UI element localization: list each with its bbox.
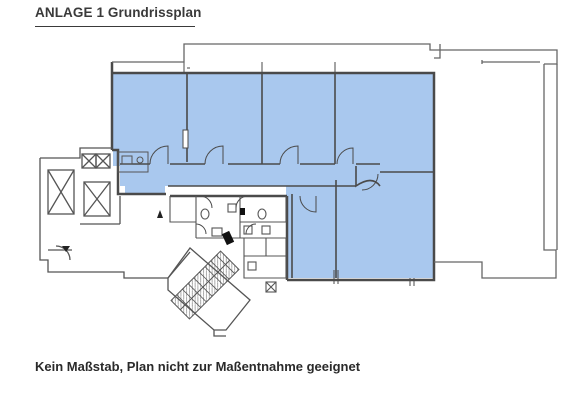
scale-disclaimer: Kein Maßstab, Plan nicht zur Maßentnahme… bbox=[35, 359, 361, 374]
terrace-outline bbox=[112, 43, 558, 279]
sanitary-block bbox=[169, 196, 287, 293]
entrance-arrow-icon bbox=[157, 210, 163, 218]
kitchen-counter bbox=[117, 151, 149, 173]
interior-walls bbox=[120, 74, 434, 278]
title-underline bbox=[35, 26, 195, 27]
shaft-box-2 bbox=[95, 153, 111, 169]
stair-enclosure bbox=[167, 247, 251, 337]
office-connector bbox=[356, 166, 434, 180]
entrance-markers bbox=[62, 210, 163, 252]
window-marks bbox=[182, 62, 415, 286]
entrance-arrow-icon-2 bbox=[62, 246, 70, 252]
elevator-shaft-1 bbox=[47, 169, 75, 215]
kitchenette bbox=[117, 151, 149, 173]
staircase bbox=[170, 250, 240, 320]
office-block-north bbox=[113, 74, 433, 166]
stair-elevator-core bbox=[39, 147, 191, 279]
rental-area bbox=[113, 74, 434, 278]
office-block-south bbox=[286, 178, 434, 278]
elevator-shaft-2 bbox=[83, 181, 111, 217]
plan-title: ANLAGE 1 Grundrissplan bbox=[35, 5, 202, 20]
shaft-markers bbox=[221, 208, 245, 246]
door-swings bbox=[149, 145, 379, 235]
corridor-west bbox=[125, 174, 165, 194]
